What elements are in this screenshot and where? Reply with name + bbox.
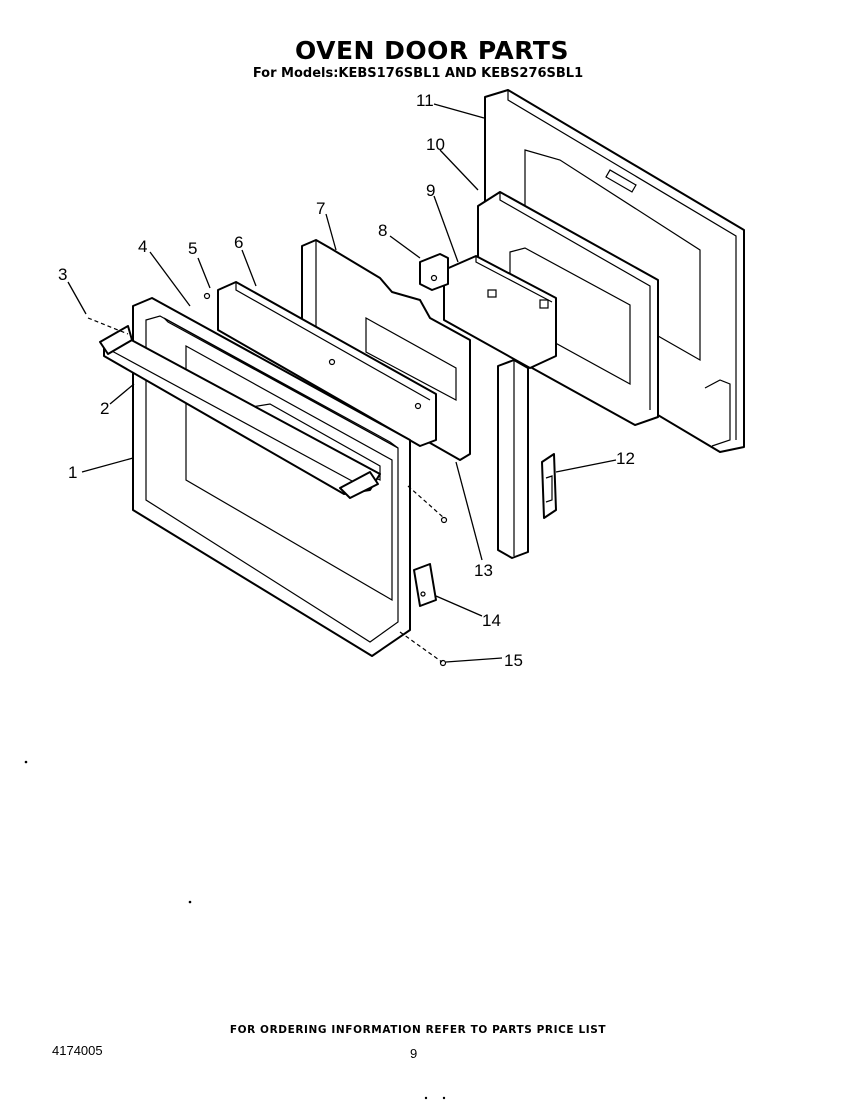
callout-14: 14 [482, 611, 501, 630]
part-6-vent-trim [217, 281, 437, 447]
part-14-hinge-clip [413, 563, 437, 607]
part-8-bracket [419, 253, 449, 291]
callout-labels: 1 2 3 4 5 6 7 8 9 10 11 12 13 14 15 [58, 91, 635, 670]
callout-6: 6 [234, 233, 243, 252]
callout-13: 13 [474, 561, 493, 580]
callout-11: 11 [416, 91, 434, 110]
callout-10: 10 [426, 135, 445, 154]
callout-leaders [67, 103, 617, 663]
callout-3: 3 [58, 265, 67, 284]
part-13-side-channel [497, 359, 529, 559]
callout-1: 1 [68, 463, 77, 482]
scan-marks [24, 760, 446, 1100]
callout-9: 9 [426, 181, 435, 200]
screws-and-fasteners [87, 292, 448, 667]
page-title: OVEN DOOR PARTS [295, 36, 569, 65]
callout-15: 15 [504, 651, 523, 670]
document-number: 4174005 [52, 1043, 103, 1058]
models-subtitle: For Models:KEBS176SBL1 AND KEBS276SBL1 [252, 66, 584, 81]
callout-4: 4 [138, 237, 147, 256]
part-9-insulation [443, 255, 557, 369]
callout-2: 2 [100, 399, 109, 418]
page-number: 9 [410, 1046, 418, 1061]
part-2-handle [99, 325, 381, 499]
callout-5: 5 [188, 239, 197, 258]
ordering-note: FOR ORDERING INFORMATION REFER TO PARTS … [229, 1024, 607, 1036]
callout-12: 12 [616, 449, 635, 468]
callout-8: 8 [378, 221, 387, 240]
callout-7: 7 [316, 199, 325, 218]
part-12-hinge-receiver [541, 453, 557, 519]
